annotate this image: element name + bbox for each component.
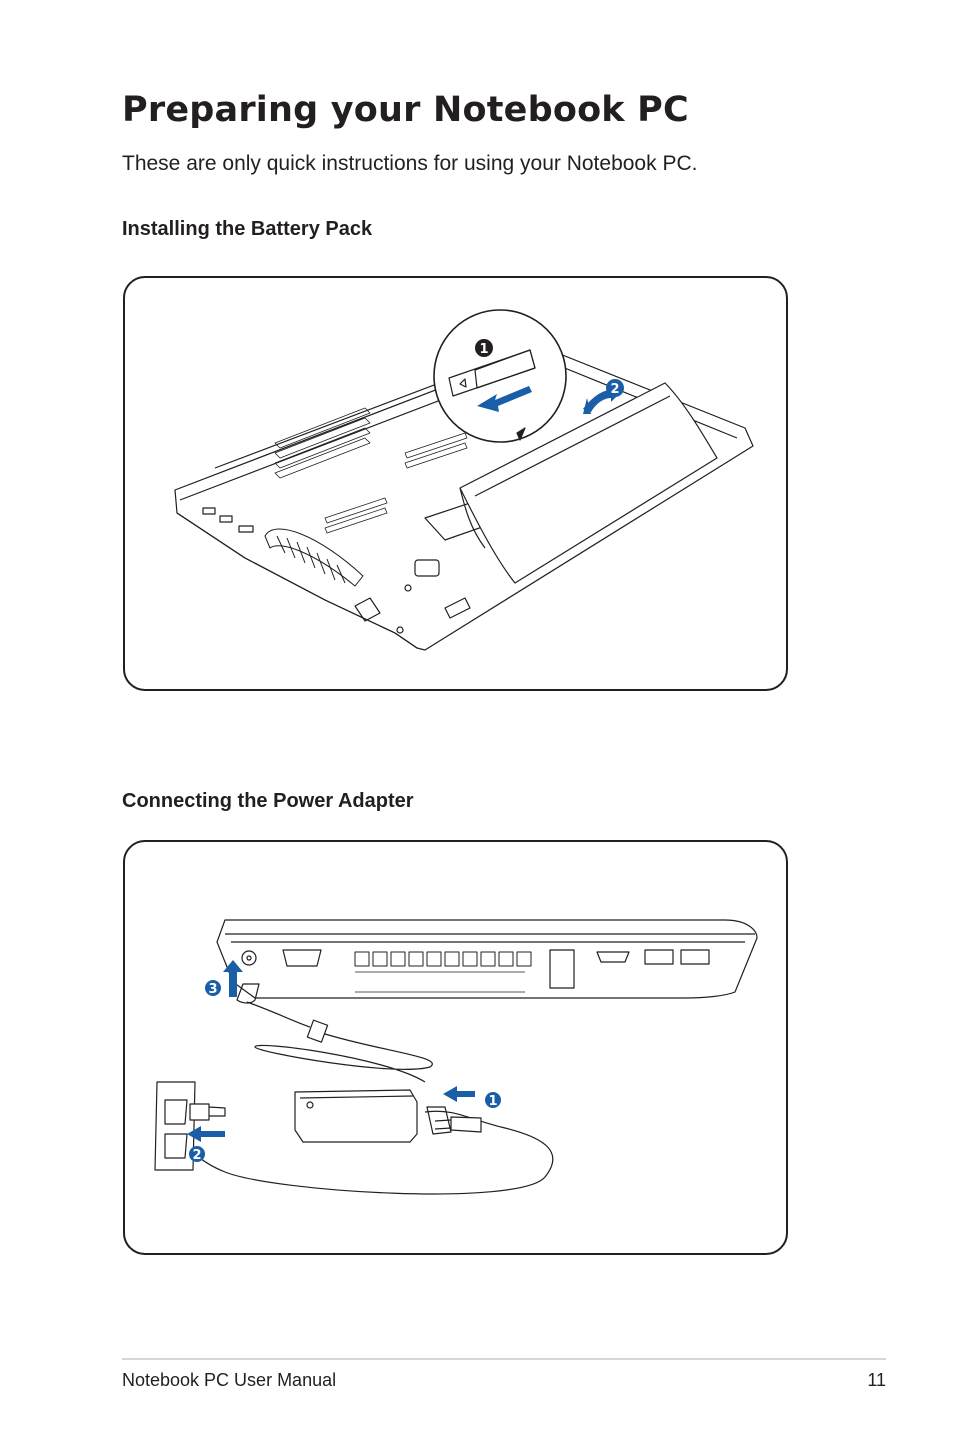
laptop-side-outline	[216, 919, 758, 999]
adapter-illustration: 3 1 2	[123, 840, 788, 1255]
footer-manual-name: Notebook PC User Manual	[122, 1370, 337, 1390]
power-brick	[294, 1089, 418, 1143]
footer-divider	[122, 1358, 886, 1360]
latch-zoom-circle	[433, 309, 567, 443]
battery-illustration: 1 2	[123, 276, 788, 691]
step-badge-2-label: 2	[610, 382, 619, 397]
step-badge-1: 1	[475, 339, 493, 357]
adapter-section-heading: Connecting the Power Adapter	[122, 790, 414, 812]
step-badge-2-label: 2	[192, 1148, 201, 1163]
wall-outlet	[154, 1081, 196, 1171]
adapter-illustration-svg: 3 1 2	[154, 919, 758, 1195]
step-badge-1: 1	[485, 1092, 501, 1109]
step-badge-2: 2	[606, 379, 624, 397]
battery-illustration-svg: 1 2	[174, 309, 754, 651]
battery-pack	[459, 382, 718, 584]
step-badge-1-label: 1	[488, 1094, 497, 1109]
step-2-arrow	[187, 1126, 225, 1142]
battery-section-heading: Installing the Battery Pack	[122, 218, 373, 240]
step-badge-1-label: 1	[479, 342, 488, 357]
step-badge-3: 3	[205, 980, 221, 997]
latch-arrow	[477, 386, 532, 412]
step-badge-3-label: 3	[208, 982, 217, 997]
step-badge-2: 2	[189, 1146, 205, 1163]
footer-page-number: 11	[867, 1370, 886, 1390]
step-3-arrow	[223, 960, 243, 997]
intro-text: These are only quick instructions for us…	[122, 152, 698, 175]
step-1-arrow	[443, 1086, 475, 1102]
page-title: Preparing your Notebook PC	[122, 90, 689, 130]
